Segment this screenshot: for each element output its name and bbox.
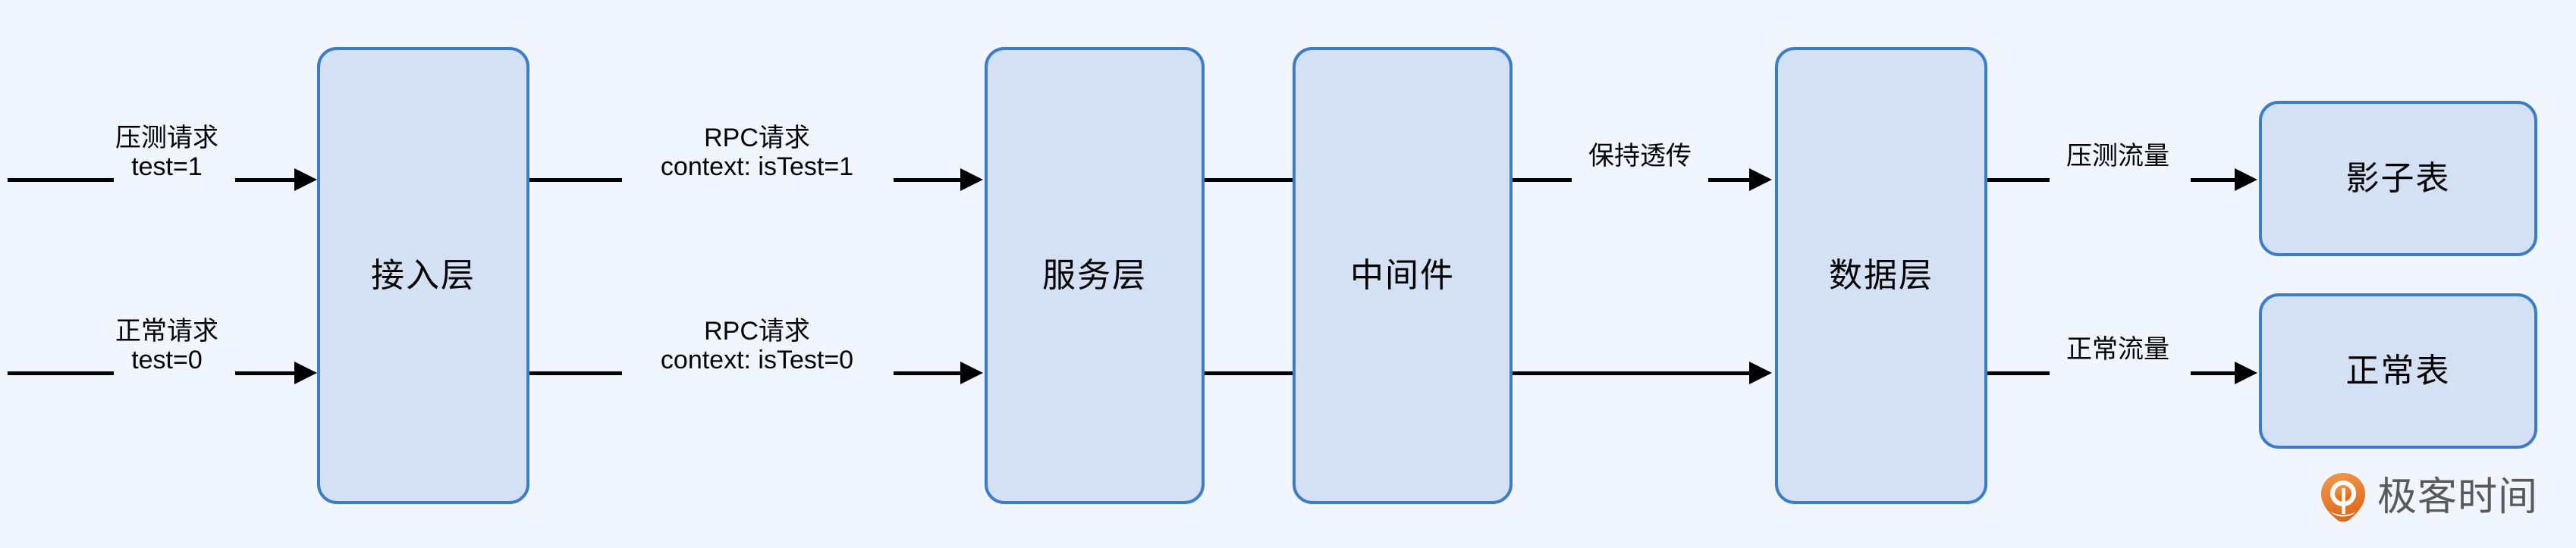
arrowhead-icon [2235, 168, 2257, 191]
edge-label: 保持透传 [1564, 142, 1716, 171]
node-label: 正常表 [2345, 352, 2451, 390]
edge-line [1708, 178, 1751, 182]
edge-label-line1: RPC请求 [704, 317, 810, 346]
edge-line [1205, 178, 1329, 182]
node-data-layer[interactable]: 数据层 [1775, 47, 1987, 504]
edge-line [2191, 371, 2236, 375]
edge-line [1987, 371, 2050, 375]
edge-label-line1: 正常流量 [2066, 335, 2169, 364]
node-middleware[interactable]: 中间件 [1293, 47, 1513, 504]
edge-label-line2: test=1 [131, 152, 203, 182]
node-shadow-table[interactable]: 影子表 [2259, 101, 2537, 256]
edge-label-line1: 压测流量 [2066, 142, 2169, 171]
edge-label-line1: RPC请求 [704, 124, 810, 152]
edge-label: 正常请求 test=0 [83, 317, 250, 374]
edge-label-line1: 压测请求 [115, 124, 218, 152]
node-label: 影子表 [2345, 159, 2451, 197]
edge-line [235, 178, 296, 182]
edge-line [1513, 371, 1751, 375]
edge-line [2191, 178, 2236, 182]
edge-label: RPC请求 context: isTest=1 [613, 124, 901, 181]
node-label: 中间件 [1350, 256, 1455, 294]
edge-line [894, 371, 962, 375]
edge-label-line2: context: isTest=1 [660, 152, 854, 182]
arrowhead-icon [1749, 168, 1772, 191]
edge-line [894, 178, 962, 182]
arrowhead-icon [294, 362, 317, 384]
edge-line [1513, 178, 1572, 182]
edge-line [8, 178, 114, 182]
edge-line [529, 371, 622, 375]
geekbang-logo-icon [2320, 471, 2367, 523]
edge-line [235, 371, 296, 375]
node-access-layer[interactable]: 接入层 [317, 47, 529, 504]
arrowhead-icon [960, 362, 983, 384]
arrowhead-icon [2235, 362, 2257, 384]
edge-line [1205, 371, 1329, 375]
edge-label: 压测流量 [2042, 142, 2194, 171]
arrowhead-icon [1749, 362, 1772, 384]
node-label: 接入层 [371, 256, 476, 294]
arrowhead-icon [294, 168, 317, 191]
node-service-layer[interactable]: 服务层 [985, 47, 1205, 504]
watermark-brand-text: 极客时间 [2377, 475, 2539, 519]
edge-line [8, 371, 114, 375]
edge-label: 正常流量 [2042, 335, 2194, 364]
edge-label-line1: 正常请求 [115, 317, 218, 346]
edge-line [1987, 178, 2050, 182]
edge-label-line2: test=0 [131, 346, 203, 375]
arrowhead-icon [960, 168, 983, 191]
edge-label-line2: context: isTest=0 [660, 346, 854, 375]
node-label: 数据层 [1829, 256, 1934, 294]
node-normal-table[interactable]: 正常表 [2259, 293, 2537, 449]
edge-label: RPC请求 context: isTest=0 [613, 317, 901, 374]
edge-line [529, 178, 622, 182]
edge-label: 压测请求 test=1 [83, 124, 250, 181]
watermark-logo: 极客时间 [2320, 471, 2538, 523]
node-label: 服务层 [1042, 256, 1147, 294]
edge-label-line1: 保持透传 [1588, 142, 1692, 171]
